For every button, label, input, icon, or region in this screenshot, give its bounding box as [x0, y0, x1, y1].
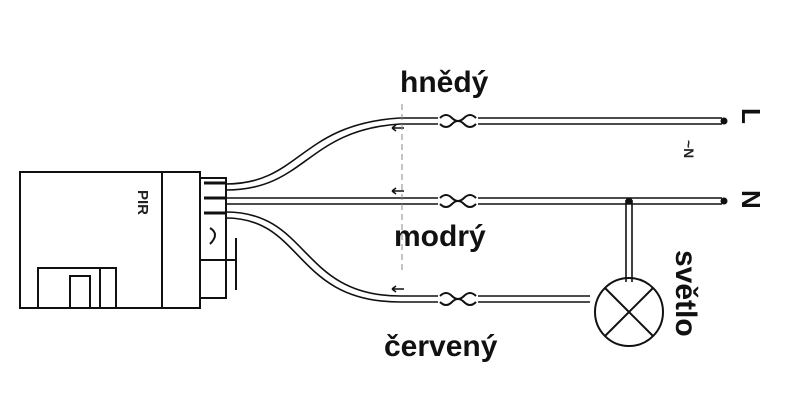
brown-wire	[225, 117, 438, 185]
lamp-icon	[594, 277, 664, 347]
terminal-l-label: L	[736, 108, 766, 124]
brown-wire-label: hnědý	[400, 66, 489, 99]
pir-sensor-module	[19, 171, 237, 309]
pir-connector-block	[199, 177, 227, 299]
junction-dot	[625, 197, 633, 205]
strip-markers	[391, 124, 404, 293]
wires	[225, 114, 722, 306]
terminal-n-dot	[720, 197, 728, 205]
red-wire	[225, 211, 438, 297]
terminal-n-label: N	[736, 190, 766, 209]
lamp-label: světlo	[669, 250, 702, 337]
pir-label: PIR	[134, 190, 151, 215]
blue-wire-label: modrý	[394, 220, 486, 253]
ac-symbol-label: ~N	[681, 140, 697, 158]
red-wire-label: červený	[384, 330, 498, 363]
terminal-l-dot	[720, 117, 728, 125]
pir-housing	[19, 171, 201, 309]
